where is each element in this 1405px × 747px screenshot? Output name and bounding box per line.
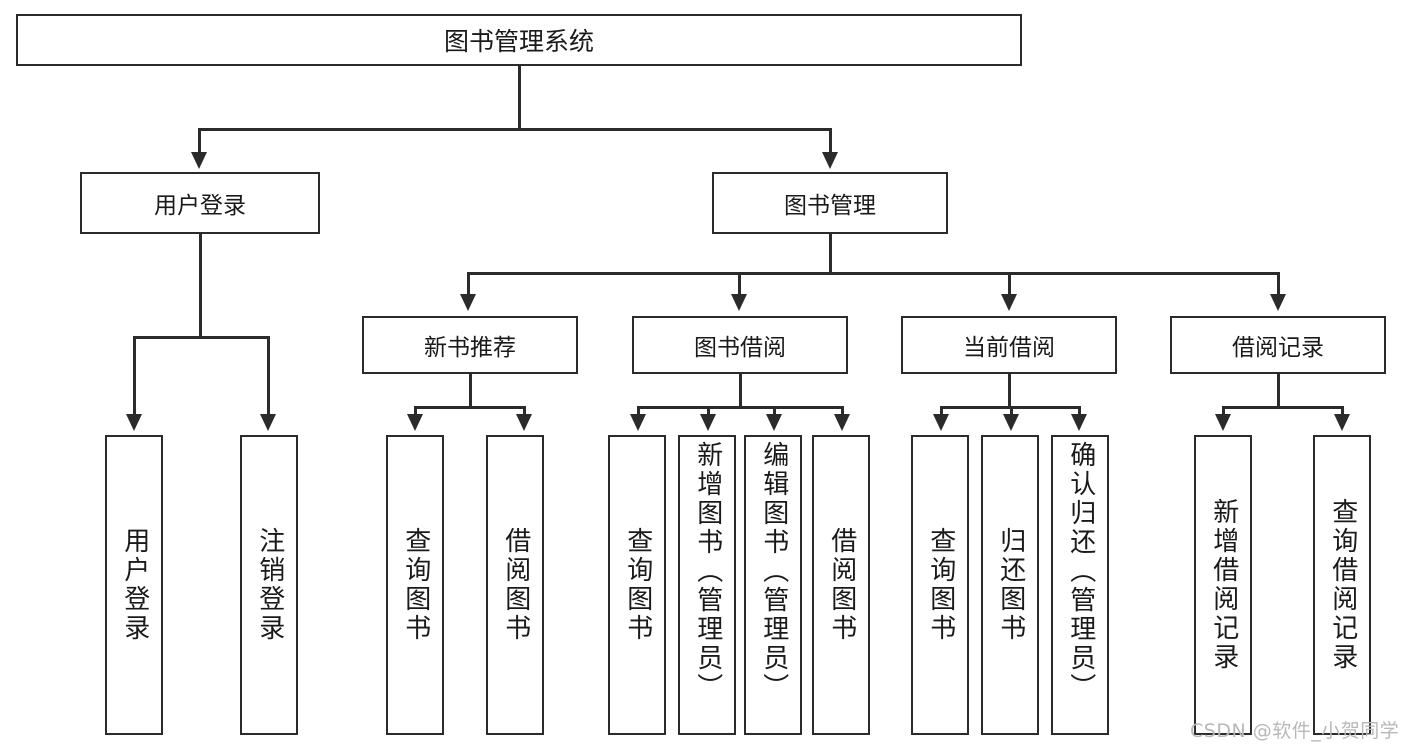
- connector-nbr-bus: [414, 406, 526, 409]
- leaf-label: 借阅图书: [826, 527, 857, 643]
- leaf-label: 用户登录: [119, 527, 150, 643]
- connector-root-to-book-management: [829, 128, 832, 156]
- leaf-confirm-return-admin[interactable]: 确认归还（管理员）: [1051, 435, 1109, 735]
- leaf-label: 查询图书: [400, 527, 431, 643]
- connector-bm-to-borrow-record: [1277, 272, 1280, 297]
- leaf-label: 查询图书: [622, 527, 653, 643]
- node-root-book-management-system[interactable]: 图书管理系统: [16, 14, 1022, 66]
- leaf-label: 编辑图书（管理员）: [758, 441, 789, 702]
- leaf-label: 借阅图书: [500, 527, 531, 643]
- arrowhead-br-leaf-1: [1334, 414, 1350, 431]
- leaf-query-borrow-record[interactable]: 查询借阅记录: [1313, 435, 1371, 735]
- arrowhead-bb-leaf-1: [700, 414, 716, 431]
- connector-br-stem: [1277, 374, 1280, 406]
- connector-bb-to-leaf-1: [707, 406, 710, 418]
- leaf-label: 归还图书: [995, 527, 1026, 643]
- arrowhead-current-borrow: [1001, 294, 1017, 311]
- node-label: 图书管理系统: [443, 27, 594, 56]
- connector-bb-stem: [739, 374, 742, 406]
- connector-bm-to-book-borrow: [738, 272, 741, 297]
- arrowhead-nbr-leaf-0: [407, 414, 423, 431]
- connector-root-to-user-login: [198, 128, 201, 156]
- connector-user-login-stem: [199, 234, 202, 336]
- connector-cb-stem: [1008, 374, 1011, 406]
- node-label: 当前借阅: [963, 335, 1055, 361]
- leaf-query-book-nbr[interactable]: 查询图书: [386, 435, 444, 735]
- node-label: 图书管理: [784, 193, 876, 219]
- leaf-label: 新增借阅记录: [1208, 498, 1239, 672]
- connector-root-bus: [198, 128, 830, 131]
- arrowhead-user-login: [191, 152, 207, 169]
- leaf-add-borrow-record[interactable]: 新增借阅记录: [1194, 435, 1252, 735]
- connector-bm-to-new-book: [467, 272, 470, 297]
- node-borrow-record[interactable]: 借阅记录: [1170, 316, 1386, 374]
- connector-user-login-to-leaf-1: [267, 336, 270, 418]
- leaf-borrow-book-nbr[interactable]: 借阅图书: [486, 435, 544, 735]
- arrowhead-leaf-logout: [260, 414, 276, 431]
- connector-cb-to-leaf-1: [1010, 406, 1013, 418]
- leaf-add-book-admin[interactable]: 新增图书（管理员）: [678, 435, 736, 735]
- connector-user-login-to-leaf-0: [133, 336, 136, 418]
- arrowhead-bb-leaf-2: [766, 414, 782, 431]
- connector-cb-to-leaf-0: [940, 406, 943, 418]
- arrowhead-br-leaf-0: [1215, 414, 1231, 431]
- arrowhead-bb-leaf-3: [834, 414, 850, 431]
- connector-book-management-stem: [829, 234, 832, 272]
- leaf-query-book-cb[interactable]: 查询图书: [911, 435, 969, 735]
- leaf-label: 新增图书（管理员）: [692, 441, 723, 702]
- leaf-edit-book-admin[interactable]: 编辑图书（管理员）: [744, 435, 802, 735]
- arrowhead-book-management: [822, 152, 838, 169]
- connector-nbr-to-leaf-0: [414, 406, 417, 418]
- connector-root-stem: [518, 66, 521, 128]
- connector-user-login-bus: [133, 336, 267, 339]
- connector-br-to-leaf-0: [1222, 406, 1225, 418]
- node-user-login[interactable]: 用户登录: [80, 172, 320, 234]
- connector-nbr-to-leaf-1: [523, 406, 526, 418]
- leaf-label: 查询图书: [925, 527, 956, 643]
- connector-bb-to-leaf-2: [773, 406, 776, 418]
- connector-br-bus: [1222, 406, 1343, 409]
- node-label: 用户登录: [154, 193, 246, 219]
- leaf-user-login[interactable]: 用户登录: [105, 435, 163, 735]
- connector-bb-to-leaf-0: [637, 406, 640, 418]
- connector-cb-to-leaf-2: [1078, 406, 1081, 418]
- connector-bb-bus: [637, 406, 843, 409]
- arrowhead-leaf-user-login: [126, 414, 142, 431]
- arrowhead-cb-leaf-0: [933, 414, 949, 431]
- leaf-logout[interactable]: 注销登录: [240, 435, 298, 735]
- leaf-label: 注销登录: [254, 527, 285, 643]
- node-label: 图书借阅: [694, 335, 786, 361]
- node-book-borrow[interactable]: 图书借阅: [632, 316, 848, 374]
- arrowhead-cb-leaf-1: [1003, 414, 1019, 431]
- leaf-borrow-book-bb[interactable]: 借阅图书: [812, 435, 870, 735]
- node-current-borrow[interactable]: 当前借阅: [901, 316, 1117, 374]
- arrowhead-nbr-leaf-1: [516, 414, 532, 431]
- arrowhead-book-borrow: [731, 294, 747, 311]
- node-label: 新书推荐: [424, 335, 516, 361]
- node-new-book-recommend[interactable]: 新书推荐: [362, 316, 578, 374]
- connector-br-to-leaf-1: [1341, 406, 1344, 418]
- connector-bm-to-current-borrow: [1008, 272, 1011, 297]
- leaf-label: 确认归还（管理员）: [1065, 441, 1096, 702]
- node-book-management[interactable]: 图书管理: [712, 172, 948, 234]
- arrowhead-new-book-recommend: [460, 294, 476, 311]
- connector-book-management-bus: [467, 272, 1279, 275]
- leaf-query-book-bb[interactable]: 查询图书: [608, 435, 666, 735]
- arrowhead-borrow-record: [1270, 294, 1286, 311]
- leaf-label: 查询借阅记录: [1327, 498, 1358, 672]
- arrowhead-bb-leaf-0: [630, 414, 646, 431]
- connector-bb-to-leaf-3: [841, 406, 844, 418]
- leaf-return-book[interactable]: 归还图书: [981, 435, 1039, 735]
- node-label: 借阅记录: [1232, 335, 1324, 361]
- watermark: CSDN @软件_小贺同学: [1190, 720, 1400, 742]
- connector-nbr-stem: [469, 374, 472, 406]
- arrowhead-cb-leaf-2: [1071, 414, 1087, 431]
